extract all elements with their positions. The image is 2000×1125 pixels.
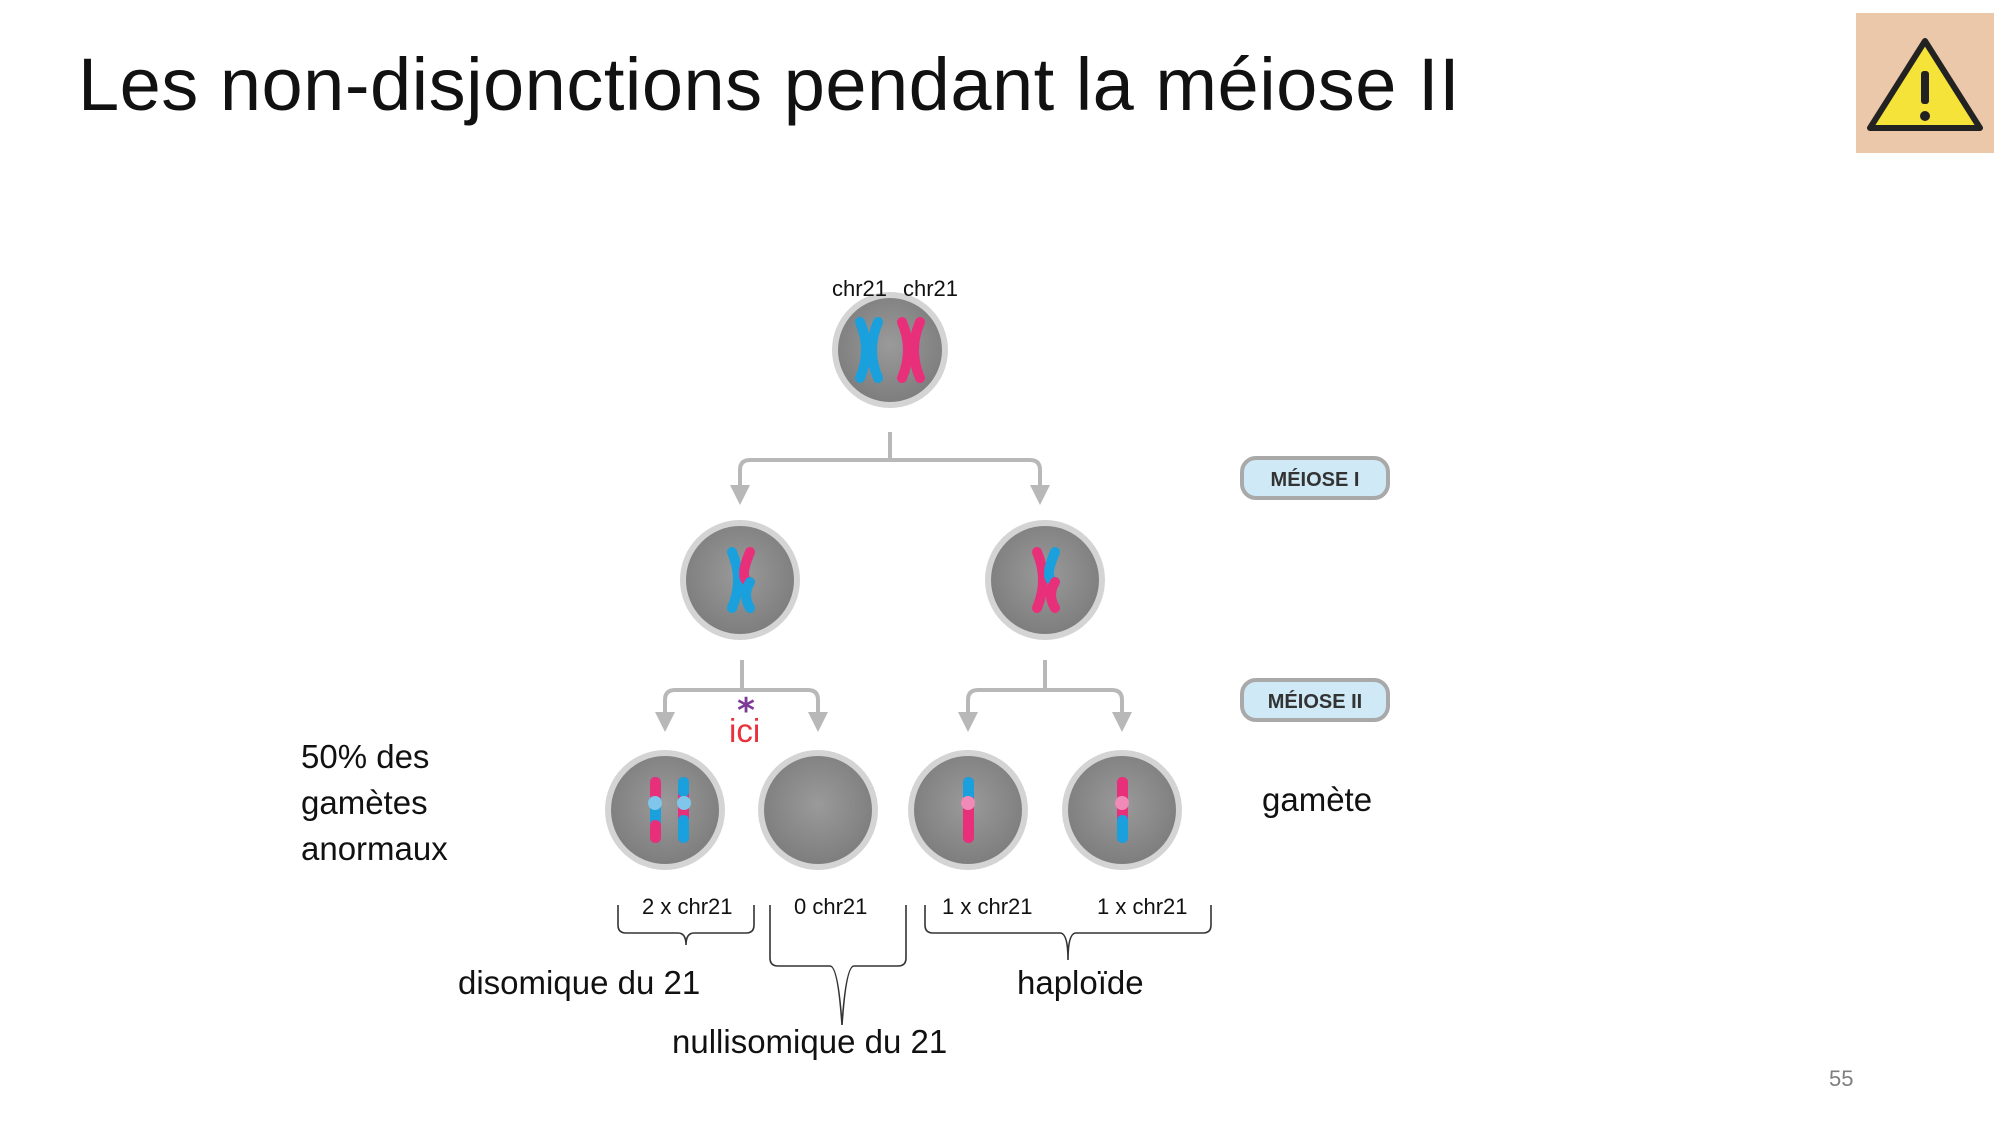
gamete-nullisomic xyxy=(758,750,878,870)
phase-label-meiose-1: MÉIOSE I xyxy=(1271,468,1360,491)
count-gamete-2: 0 chr21 xyxy=(794,894,868,919)
note-line-1: 50% des xyxy=(301,738,430,775)
group-nullisomic-label: nullisomique du 21 xyxy=(672,1023,948,1060)
gamete-haploid-left xyxy=(908,750,1028,870)
abnormal-gametes-note: 50% des gamètes anormaux xyxy=(301,734,501,872)
note-line-2: gamètes xyxy=(301,784,428,821)
page-number: 55 xyxy=(1829,1066,1854,1091)
division-arrows xyxy=(655,432,1132,732)
slide-title: Les non-disjonctions pendant la méiose I… xyxy=(78,43,1461,126)
gamete-disomic xyxy=(605,750,725,870)
chromosome-blue-pair xyxy=(855,317,883,383)
gamete-label: gamète xyxy=(1262,781,1373,818)
note-line-3: anormaux xyxy=(301,830,448,867)
chr21-label-pink: chr21 xyxy=(903,276,959,301)
meiosis-one-cell-right xyxy=(985,520,1105,640)
error-label: ici xyxy=(729,712,761,749)
count-gamete-1: 2 x chr21 xyxy=(642,894,733,919)
count-gamete-3: 1 x chr21 xyxy=(942,894,1033,919)
chromosome-pink-pair xyxy=(897,317,925,383)
group-disomic-label: disomique du 21 xyxy=(458,964,701,1001)
group-braces xyxy=(617,905,1212,1026)
warning-badge xyxy=(1856,13,1994,153)
phase-badge-meiose-2: MÉIOSE II xyxy=(1240,678,1390,722)
count-gamete-4: 1 x chr21 xyxy=(1097,894,1188,919)
meiosis-one-cell-left xyxy=(680,520,800,640)
phase-badge-meiose-1: MÉIOSE I xyxy=(1240,456,1390,500)
phase-label-meiose-2: MÉIOSE II xyxy=(1268,690,1362,713)
warning-triangle-icon xyxy=(1867,38,1983,131)
parent-cell xyxy=(832,292,948,408)
gamete-haploid-right xyxy=(1062,750,1182,870)
group-haploid-label: haploïde xyxy=(1017,964,1144,1001)
chr21-label-blue: chr21 xyxy=(832,276,888,301)
error-asterisk: * xyxy=(737,691,755,731)
